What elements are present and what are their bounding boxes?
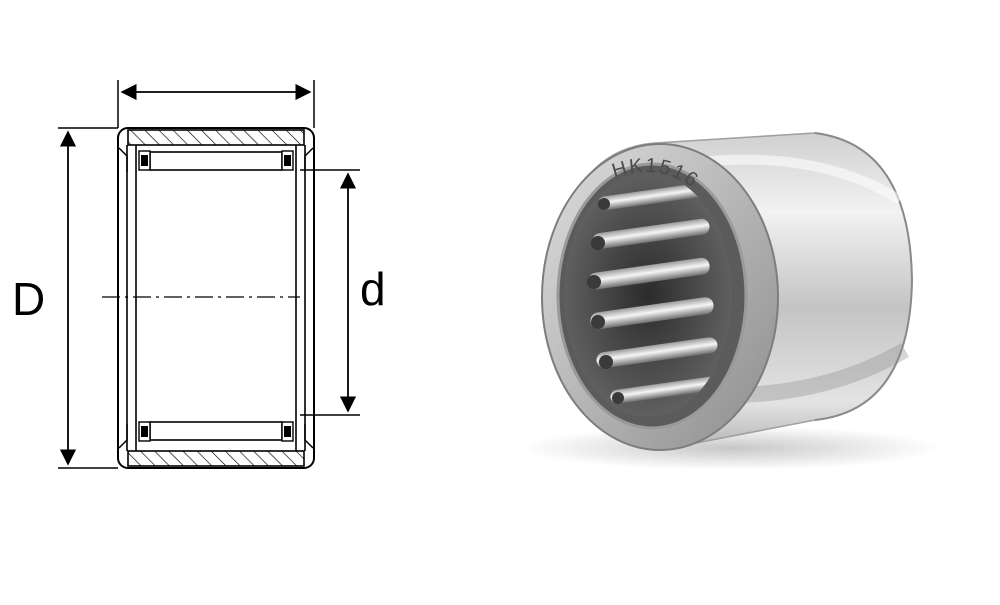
bevel-bottom-left <box>118 424 128 449</box>
inner-diameter-label: d <box>360 263 386 315</box>
needle-top <box>149 151 283 171</box>
cage-top-left-fill <box>141 155 148 166</box>
needle-bottom <box>149 421 283 441</box>
roller-end <box>587 275 601 289</box>
shell-wall-bottom <box>127 450 305 467</box>
cross-section-drawing: D d <box>12 80 386 469</box>
shell-outline <box>117 127 315 469</box>
needle-roller <box>590 297 714 330</box>
needle-roller <box>598 182 708 211</box>
cage-bottom-left-fill <box>141 426 148 437</box>
shell-end-edge <box>814 132 914 421</box>
roller-end <box>591 315 605 329</box>
roller-end <box>591 236 605 250</box>
roller-end <box>598 198 610 210</box>
needle-roller <box>592 218 710 249</box>
needle-rollers <box>587 182 722 404</box>
needle-roller <box>588 257 710 290</box>
needle-roller <box>610 376 722 404</box>
shell-highlight <box>699 154 903 205</box>
outer-diameter-label: D <box>12 273 45 325</box>
shell-wall-top <box>127 129 305 146</box>
roller-end <box>599 355 613 369</box>
bevel-top-left <box>118 147 128 172</box>
bearing-photo: HK1516 <box>520 132 940 470</box>
cage-bottom-right-fill <box>284 426 291 437</box>
cage-top-right-fill <box>284 155 291 166</box>
bevel-bottom-right <box>304 424 314 449</box>
bevel-top-right <box>304 147 314 172</box>
roller-end <box>612 392 624 404</box>
needle-roller <box>596 337 718 369</box>
